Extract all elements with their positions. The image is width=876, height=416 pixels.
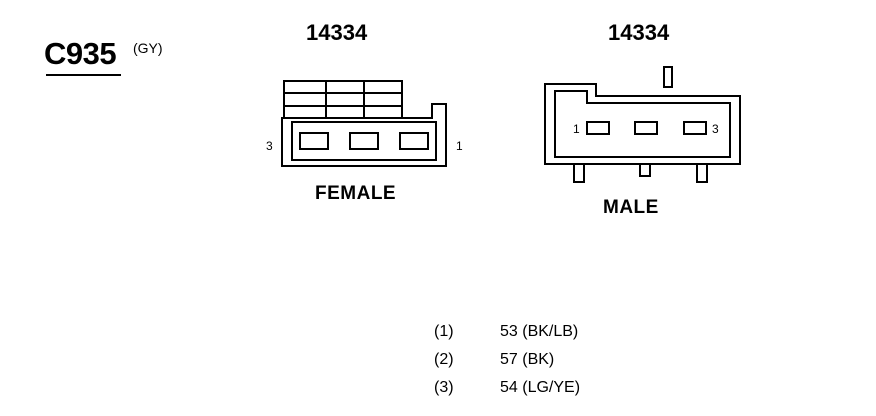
pinout-position: (3) [434, 379, 454, 396]
female-pin-left-number: 3 [266, 139, 273, 153]
pinout-row: (1) 53 (BK/LB) [434, 323, 580, 351]
pinout-table: (1) 53 (BK/LB) (2) 57 (BK) (3) 54 (LG/YE… [434, 323, 580, 407]
male-pin-left-number: 1 [573, 122, 580, 136]
female-label: FEMALE [315, 183, 397, 204]
female-connector-drawing [281, 80, 447, 167]
male-terminal-2 [639, 163, 651, 177]
pinout-row: (3) 54 (LG/YE) [434, 379, 580, 407]
male-connector-drawing [544, 66, 741, 183]
pinout-row: (2) 57 (BK) [434, 351, 580, 379]
pinout-position: (2) [434, 351, 454, 368]
male-terminal-1 [573, 163, 585, 183]
male-pin-3 [683, 121, 707, 135]
female-cavity-3 [299, 132, 329, 150]
female-cavity-2 [349, 132, 379, 150]
male-part-number: 14334 [608, 20, 670, 45]
male-body-inner [554, 90, 731, 158]
pinout-circuit: 54 (LG/YE) [500, 379, 581, 396]
female-body-inner [291, 121, 437, 161]
male-pin-right-number: 3 [712, 122, 719, 136]
female-pin-right-number: 1 [456, 139, 463, 153]
female-body-outer [281, 103, 447, 167]
male-pin-2 [634, 121, 658, 135]
male-pin-1 [586, 121, 610, 135]
connector-color: (GY) [133, 40, 163, 56]
female-latch-grid [283, 80, 403, 119]
male-body-outer [544, 83, 741, 165]
pinout-position: (1) [434, 323, 454, 340]
male-terminal-3 [696, 163, 708, 183]
title-underline [46, 74, 121, 76]
male-top-key [663, 66, 673, 88]
connector-id: C935 [44, 36, 117, 71]
female-cavity-1 [399, 132, 429, 150]
male-label: MALE [603, 197, 659, 218]
pinout-circuit: 57 (BK) [500, 351, 555, 368]
pinout-circuit: 53 (BK/LB) [500, 323, 579, 340]
female-part-number: 14334 [306, 20, 368, 45]
